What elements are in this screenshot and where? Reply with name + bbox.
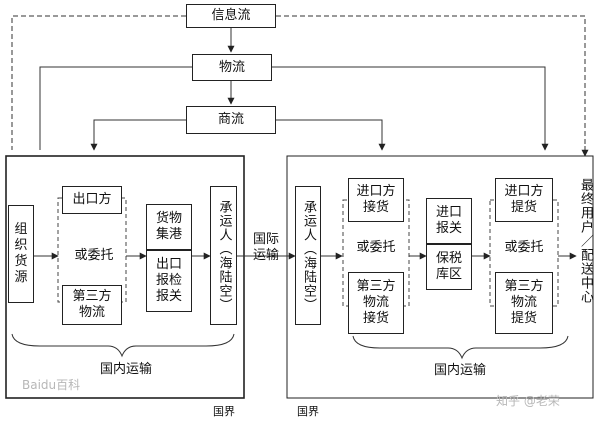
import-declaration-box: 进口 报关 (426, 198, 472, 244)
watermark-right: 知乎 @老荣 (496, 394, 560, 408)
info-flow-lines (11, 15, 586, 150)
import-region-box (286, 155, 594, 399)
left-domestic-transport-label: 国内运输 (99, 362, 152, 377)
right-border-label: 国界 (297, 405, 319, 418)
third-party-logistics-box: 第三方 物流 (62, 285, 122, 325)
commerce-flow-lines (90, 119, 386, 151)
bonded-warehouse-box: 保税 库区 (426, 244, 472, 290)
international-transport-label: 国际 运输 (252, 232, 279, 263)
goods-flow-box: 物流 (192, 54, 272, 81)
organize-source-box: 组 织 货 源 (8, 205, 34, 303)
left-border-label: 国界 (213, 405, 235, 418)
third-party-receive-box: 第三方 物流 接货 (348, 272, 404, 334)
or-entrust-label-left: 或委托 (74, 248, 114, 263)
goods-flow-lines (39, 66, 549, 151)
export-inspection-box: 出口 报检 报关 (146, 250, 192, 312)
export-region-box (5, 155, 245, 399)
cargo-port-box: 货物 集港 (146, 204, 192, 250)
importer-receive-box: 进口方 接货 (348, 178, 404, 222)
info-flow-box: 信息流 (186, 4, 276, 28)
third-party-pickup-box: 第三方 物流 提货 (495, 272, 553, 334)
importer-pickup-box: 进口方 提货 (495, 178, 553, 222)
import-carrier-box: 承运人（海陆空） (295, 186, 321, 325)
or-entrust-label-right-2: 或委托 (504, 240, 544, 255)
export-carrier-box: 承运人（海陆空） (210, 186, 237, 325)
exporter-box: 出口方 (62, 186, 122, 214)
commerce-flow-box: 商流 (186, 106, 276, 134)
watermark-left: Baidu百科 (22, 378, 81, 392)
or-entrust-label-right-1: 或委托 (356, 240, 396, 255)
left-domestic-brace (11, 333, 235, 358)
right-domestic-brace (352, 335, 569, 360)
end-user-distribution-label: 最终用户／配送中心 (578, 178, 593, 304)
right-domestic-transport-label: 国内运输 (433, 363, 486, 378)
